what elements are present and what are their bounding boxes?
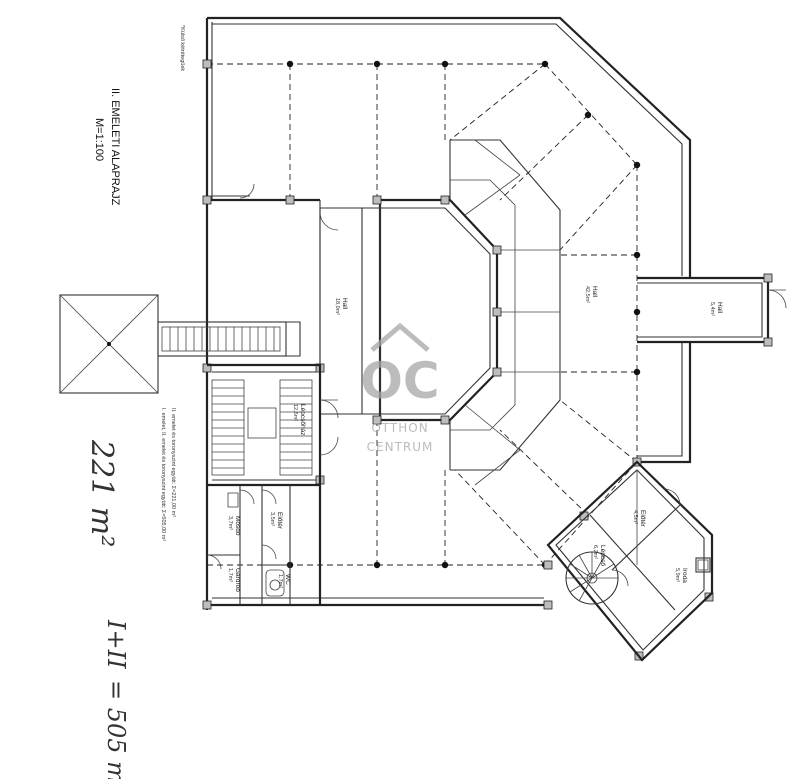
room-hall-right-area: 5,4m² bbox=[709, 302, 715, 316]
room-stairwell-area: 6,2m² bbox=[592, 545, 598, 559]
watermark-roof-icon bbox=[370, 322, 430, 352]
room-closet-name: Gardrób bbox=[234, 568, 241, 592]
room-anteroom-area: 4,5m² bbox=[632, 510, 638, 524]
corner-note: *Külső kétrétegűek bbox=[179, 25, 185, 71]
watermark-line2: CENTRUM bbox=[367, 440, 434, 454]
structural-axes bbox=[207, 63, 638, 566]
room-office-area: 5,9m² bbox=[674, 568, 680, 582]
room-wash-name: Mosdó bbox=[234, 516, 241, 536]
area-note-2: I. emelet, II. emelet és toronyszint egy… bbox=[160, 408, 166, 541]
room-closet-area: 1,7m² bbox=[227, 568, 233, 582]
room-labels: Hall 18,0m² Hall 42,5m² Hall 5,4m² Lépcs… bbox=[227, 286, 723, 592]
room-hall-center-area: 18,0m² bbox=[334, 298, 340, 315]
room-wash-area: 3,7m² bbox=[227, 516, 233, 530]
terrace-door bbox=[767, 289, 787, 309]
spiral-staircase bbox=[565, 551, 619, 605]
tower-wing bbox=[546, 460, 714, 662]
room-storage-area: 3,5m² bbox=[269, 512, 275, 526]
room-wc-name: WC bbox=[284, 574, 291, 585]
stair-and-wet-rooms bbox=[206, 183, 339, 605]
stair-treads bbox=[212, 387, 312, 469]
handwritten-area-221: 221 m² bbox=[84, 439, 119, 547]
atrium-octagon bbox=[319, 139, 561, 486]
drawing-title: II. EMELETI ALAPRAJZ M=1:100 *Külső kétr… bbox=[93, 25, 185, 541]
room-anteroom-name: Előtér bbox=[639, 510, 646, 528]
watermark-line1: OTTHON bbox=[371, 421, 428, 435]
handwritten-notes: 221 m² I+II = 505 m² bbox=[84, 439, 130, 779]
handwritten-sum-value: = 505 m² bbox=[102, 680, 130, 779]
room-office-name: Iroda bbox=[681, 568, 688, 583]
room-stair-hall-area: 12,6m² bbox=[292, 404, 298, 421]
roof-and-bridge bbox=[59, 294, 301, 394]
plan-scale: M=1:100 bbox=[93, 118, 105, 161]
handwritten-sum-label: I+II bbox=[102, 619, 130, 669]
room-hall-center-name: Hall bbox=[341, 298, 348, 310]
area-note-1: II. emelet és toronyszint együtt: Σ=221,… bbox=[170, 408, 176, 517]
watermark-logo: OC bbox=[360, 352, 439, 410]
room-hall-right-name: Hall bbox=[716, 302, 723, 314]
watermark: OC OTTHON CENTRUM bbox=[360, 322, 440, 454]
outer-walls bbox=[205, 16, 770, 610]
room-hall-top-name: Hall bbox=[591, 286, 598, 298]
room-storage-name: Előtér bbox=[276, 512, 283, 530]
room-stair-hall-name: Lépcsőház bbox=[299, 404, 306, 435]
plan-title: II. EMELETI ALAPRAJZ bbox=[109, 88, 121, 206]
room-hall-top-area: 42,5m² bbox=[584, 286, 590, 303]
room-stairwell-name: Lépcső bbox=[599, 545, 606, 566]
room-wc-area: 1,7m² bbox=[277, 574, 283, 588]
